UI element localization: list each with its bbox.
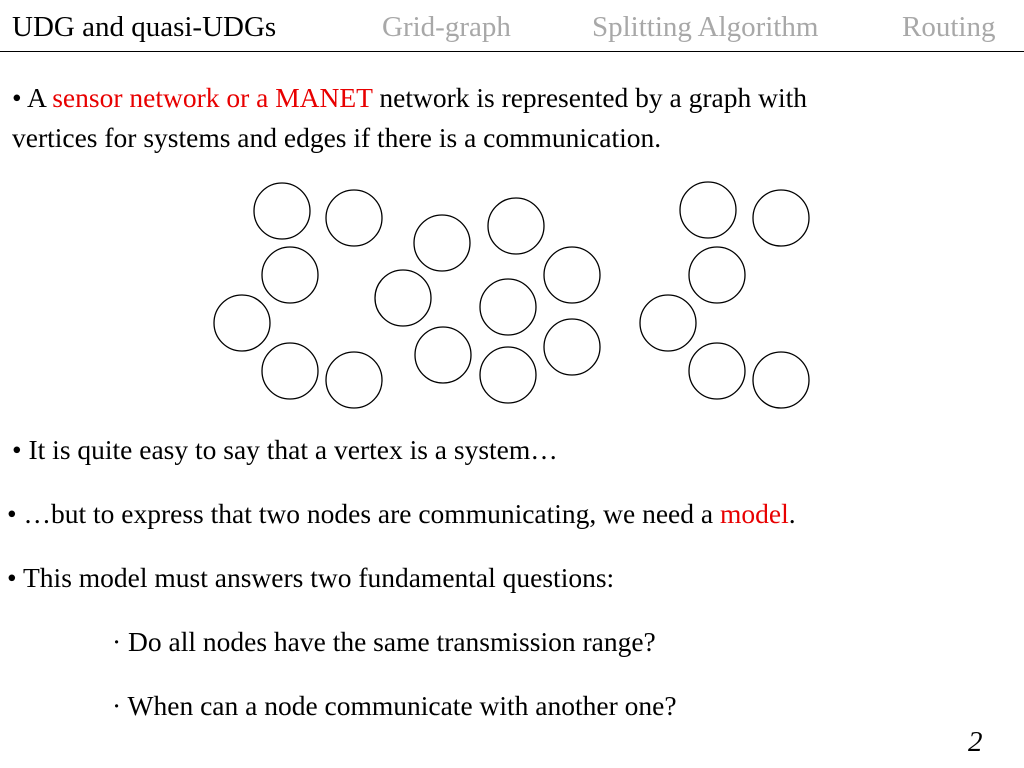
graph-node <box>261 342 319 400</box>
page-number: 2 <box>968 726 983 758</box>
bullet-vertex-system: • It is quite easy to say that a vertex … <box>12 434 558 465</box>
intro-paragraph: • A sensor network or a MANET network is… <box>12 78 807 158</box>
graph-node <box>688 342 746 400</box>
intro-bullet: • <box>12 82 22 113</box>
nav-divider <box>0 51 1024 52</box>
graph-node <box>487 197 545 255</box>
intro-line2: vertices for systems and edges if there … <box>12 122 662 153</box>
graph-node <box>752 189 810 247</box>
intro-highlight: sensor network or a MANET <box>52 82 373 113</box>
top-navigation: UDG and quasi-UDGs Grid-graph Splitting … <box>0 0 1024 52</box>
nav-item-udg[interactable]: UDG and quasi-UDGs <box>12 11 277 43</box>
bullet-questions: • This model must answers two fundamenta… <box>7 562 615 593</box>
graph-node <box>688 246 746 304</box>
graph-node <box>253 182 311 240</box>
bullet-model-post: . <box>788 498 796 529</box>
graph-node <box>413 214 471 272</box>
intro-line1-pre: A <box>27 82 53 113</box>
graph-node <box>679 181 737 239</box>
graph-node <box>479 346 537 404</box>
bullet-model-pre: • …but to express that two nodes are com… <box>7 498 720 529</box>
nav-item-splitting-algorithm[interactable]: Splitting Algorithm <box>592 11 819 43</box>
graph-node <box>543 246 601 304</box>
graph-node <box>325 189 383 247</box>
graph-node <box>543 318 601 376</box>
bullet-model-highlight: model <box>719 498 789 529</box>
graph-node <box>261 246 319 304</box>
nav-item-routing[interactable]: Routing <box>902 11 996 43</box>
nav-item-grid-graph[interactable]: Grid-graph <box>382 11 511 43</box>
graph-node <box>639 294 697 352</box>
bullet-model: • …but to express that two nodes are com… <box>7 494 796 534</box>
sub-bullet-range: · Do all nodes have the same transmissio… <box>112 626 656 657</box>
graph-node <box>414 326 472 384</box>
graph-node <box>752 351 810 409</box>
intro-line1-post: network is represented by a graph with <box>372 82 808 113</box>
graph-node <box>374 269 432 327</box>
graph-node <box>479 278 537 336</box>
graph-node <box>325 351 383 409</box>
graph-node <box>213 294 271 352</box>
sub-bullet-communicate: · When can a node communicate with anoth… <box>112 690 677 721</box>
